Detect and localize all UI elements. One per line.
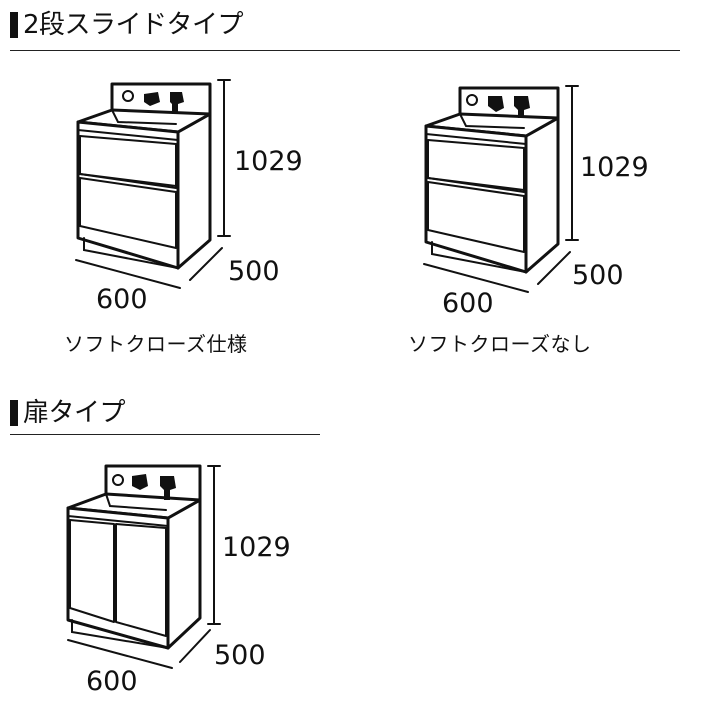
depth-value: 500 [214, 640, 266, 671]
height-value: 1029 [580, 152, 649, 183]
depth-dimension-line [537, 251, 571, 285]
drawer-top [79, 135, 177, 189]
width-dimension-line [75, 259, 181, 289]
drawer-top [427, 139, 525, 193]
faucet-handle-icon [144, 92, 160, 106]
height-value: 1029 [234, 146, 303, 177]
title-marker [10, 12, 18, 38]
height-value: 1029 [222, 532, 291, 563]
unit-caption: ソフトクローズ仕様 [64, 332, 248, 356]
section-divider [10, 434, 320, 435]
title-marker [10, 400, 18, 426]
section-divider [10, 50, 680, 51]
faucet-spout-icon [170, 92, 184, 114]
door-right [115, 523, 167, 637]
faucet-spout-icon [514, 96, 530, 118]
faucet-handle-icon [488, 96, 504, 112]
faucet-handle-icon [132, 474, 148, 490]
section-title-text: 2段スライドタイプ [23, 10, 244, 40]
depth-dimension-line [189, 247, 223, 281]
unit-caption: ソフトクローズなし [408, 332, 592, 356]
depth-value: 500 [572, 260, 624, 291]
section-title-text: 扉タイプ [23, 398, 126, 428]
depth-dimension-line [179, 629, 211, 663]
section-title-slide: 2段スライドタイプ [10, 8, 244, 42]
drain-fixture-icon [466, 94, 478, 106]
drawer-bottom [427, 181, 525, 253]
width-value: 600 [442, 288, 494, 319]
drain-fixture-icon [122, 90, 134, 102]
width-dimension-line [67, 639, 173, 669]
door-left [69, 519, 115, 623]
depth-value: 500 [228, 256, 280, 287]
width-value: 600 [96, 284, 148, 315]
side-panel [166, 498, 202, 650]
width-value: 600 [86, 666, 138, 697]
faucet-spout-icon [160, 476, 176, 500]
plinth [431, 241, 527, 273]
plinth [83, 237, 179, 269]
section-title-door: 扉タイプ [10, 396, 126, 430]
drain-fixture-icon [112, 474, 124, 486]
width-dimension-line [423, 263, 529, 293]
plinth [71, 619, 169, 649]
drawer-bottom [79, 177, 177, 249]
